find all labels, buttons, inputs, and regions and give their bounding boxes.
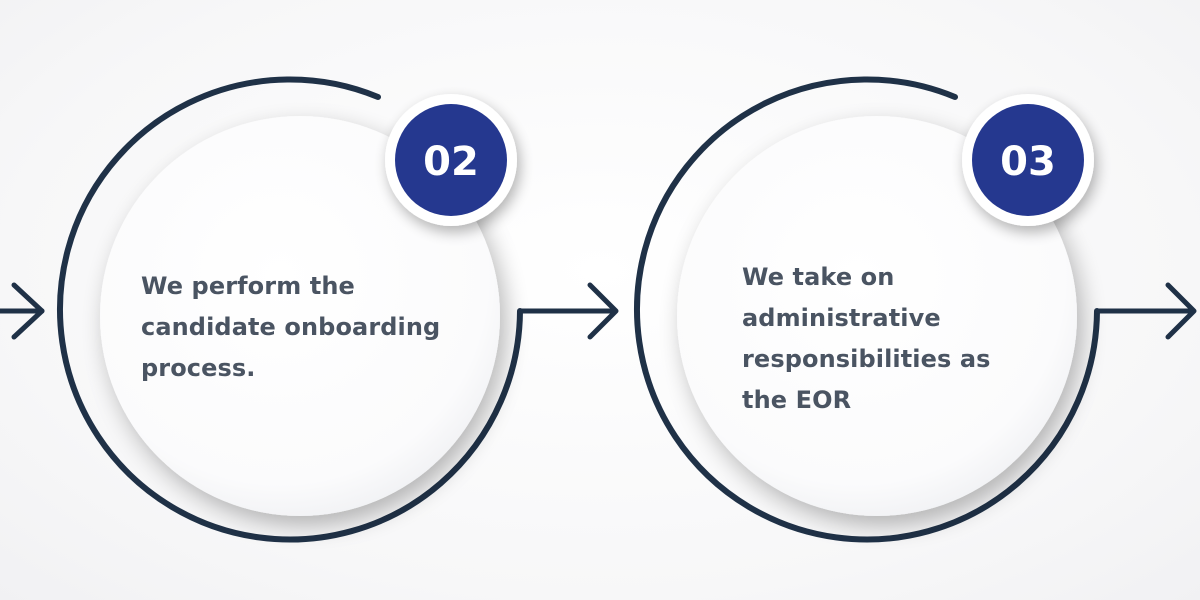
step-02-number: 02 (423, 139, 479, 185)
step-03-disc (677, 116, 1077, 516)
step-02-description: We perform the candidate onboarding proc… (141, 272, 441, 382)
step-03-ring (634, 76, 1100, 543)
step-02-node: 02 (57, 76, 619, 543)
step-03-badge (972, 104, 1084, 216)
step-02-badge (395, 104, 507, 216)
step-03-arrowhead (1165, 282, 1197, 340)
incoming-arrow (0, 282, 45, 340)
step-02-ring (57, 76, 523, 543)
step-02-disc (100, 116, 500, 516)
step-03-number: 03 (1000, 139, 1056, 185)
step-02-arrowhead (587, 282, 619, 340)
step-03-description: We take on administrative responsibiliti… (742, 263, 991, 414)
step-03-node: 03 (634, 76, 1197, 543)
